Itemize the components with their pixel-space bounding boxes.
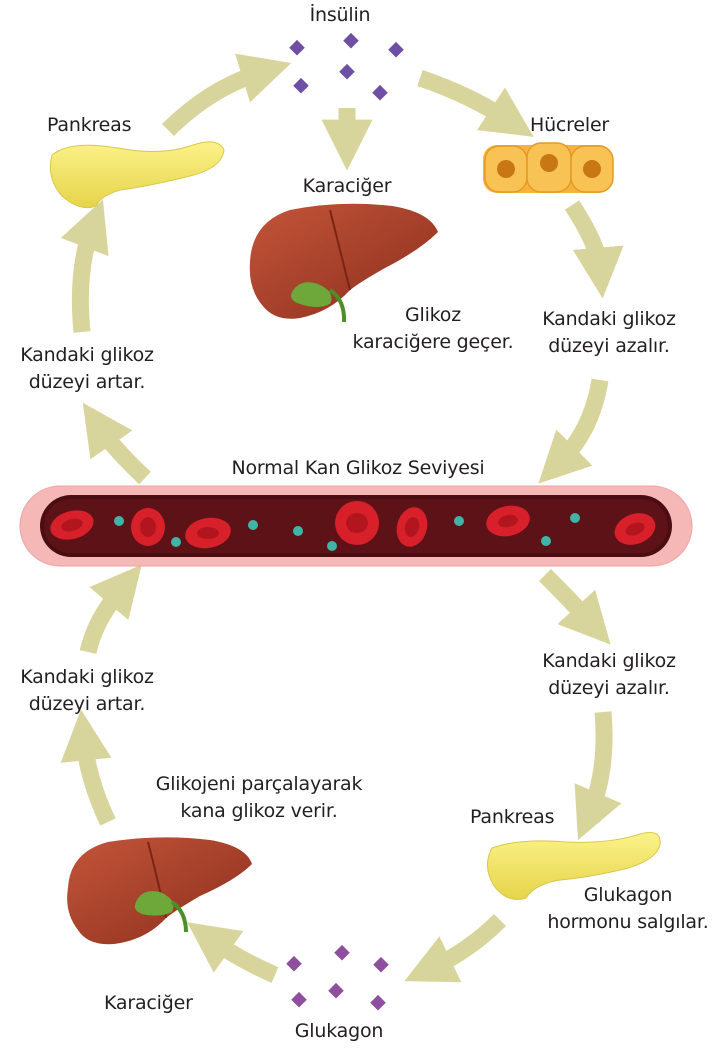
liver-bottom-label: Karaciğer	[104, 990, 193, 1017]
glucagon-secrete-line1: Glukagon	[540, 882, 716, 909]
insulin-molecule-icon	[372, 85, 388, 101]
decrease-bottom-line1: Kandaki glikoz	[528, 648, 690, 675]
increase-bottom-line2: düzeyi artar.	[6, 691, 168, 718]
arrow-down-right-from-vessel	[545, 575, 590, 622]
glucagon-molecule-icon	[286, 956, 302, 972]
glucagon-secrete-line2: hormonu salgılar.	[540, 909, 716, 936]
decrease-top-text: Kandaki glikoz düzeyi azalır.	[528, 306, 690, 360]
glucagon-molecule-icon	[370, 995, 386, 1011]
insulin-molecule-icon	[339, 64, 355, 80]
arrow-glucagon-to-liver	[212, 940, 275, 975]
glucose-to-liver-line1: Glikoz	[348, 302, 518, 329]
decrease-top-line1: Kandaki glikoz	[528, 306, 690, 333]
decrease-top-line2: düzeyi azalır.	[528, 333, 690, 360]
arrow-up-to-pancreas	[80, 228, 92, 332]
liver-icon	[67, 837, 252, 944]
glucose-molecule-icon	[171, 537, 181, 547]
insulin-molecule-icon	[343, 33, 359, 49]
glucagon-molecules	[286, 945, 389, 1011]
glucose-to-liver-line2: karaciğere geçer.	[348, 329, 518, 356]
pancreas-bottom-label: Pankreas	[470, 804, 554, 831]
glucagon-molecule-icon	[328, 983, 344, 999]
insulin-molecule-icon	[289, 40, 305, 56]
glucagon-molecule-icon	[334, 945, 350, 961]
arrow-liver-up	[84, 740, 108, 822]
arrow-up-to-vessel	[88, 588, 122, 652]
arrow-insulin-to-cells	[420, 78, 508, 120]
pancreas-icon	[50, 142, 224, 208]
arrow-to-normal-right	[560, 380, 600, 462]
glucagon-molecule-icon	[291, 992, 307, 1008]
glucose-molecule-icon	[541, 536, 551, 546]
increase-bottom-text: Kandaki glikoz düzeyi artar.	[6, 664, 168, 718]
pancreas-top-label: Pankreas	[47, 112, 131, 139]
cells-label: Hücreler	[530, 112, 609, 139]
glucose-molecule-icon	[327, 541, 337, 551]
increase-top-line2: düzeyi artar.	[6, 369, 168, 396]
glucose-to-liver-text: Glikoz karaciğere geçer.	[348, 302, 518, 356]
liver-top-label: Karaciğer	[290, 173, 404, 200]
increase-top-line1: Kandaki glikoz	[6, 342, 168, 369]
glycogen-text: Glikojeni parçalayarak kana glikoz verir…	[150, 771, 368, 825]
arrow-up-left-to-text	[100, 428, 145, 478]
glucose-molecule-icon	[248, 520, 258, 530]
normal-level-label: Normal Kan Glikoz Seviyesi	[200, 455, 516, 482]
arrow-pancreas-to-glucagon	[432, 920, 500, 968]
arrow-down-to-pancreas	[590, 712, 604, 812]
glucagon-secrete-text: Glukagon hormonu salgılar.	[540, 882, 716, 936]
decrease-bottom-line2: düzeyi azalır.	[528, 675, 690, 702]
insulin-molecules	[289, 33, 404, 101]
arrow-cells-down	[572, 205, 600, 268]
glucose-molecule-icon	[454, 516, 464, 526]
insulin-molecule-icon	[388, 42, 404, 58]
glycogen-line2: kana glikoz verir.	[150, 798, 368, 825]
insulin-molecule-icon	[293, 78, 309, 94]
glycogen-line1: Glikojeni parçalayarak	[150, 771, 368, 798]
glucagon-label: Glukagon	[280, 1018, 398, 1045]
increase-top-text: Kandaki glikoz düzeyi artar.	[6, 342, 168, 396]
glucagon-molecule-icon	[373, 957, 389, 973]
decrease-bottom-text: Kandaki glikoz düzeyi azalır.	[528, 648, 690, 702]
insulin-label: İnsülin	[290, 2, 390, 29]
glucose-molecule-icon	[570, 513, 580, 523]
cells-icon	[483, 143, 613, 193]
glucose-molecule-icon	[293, 526, 303, 536]
increase-bottom-line1: Kandaki glikoz	[6, 664, 168, 691]
arrow-pancreas-to-insulin	[168, 72, 262, 130]
glucose-molecule-icon	[114, 516, 124, 526]
